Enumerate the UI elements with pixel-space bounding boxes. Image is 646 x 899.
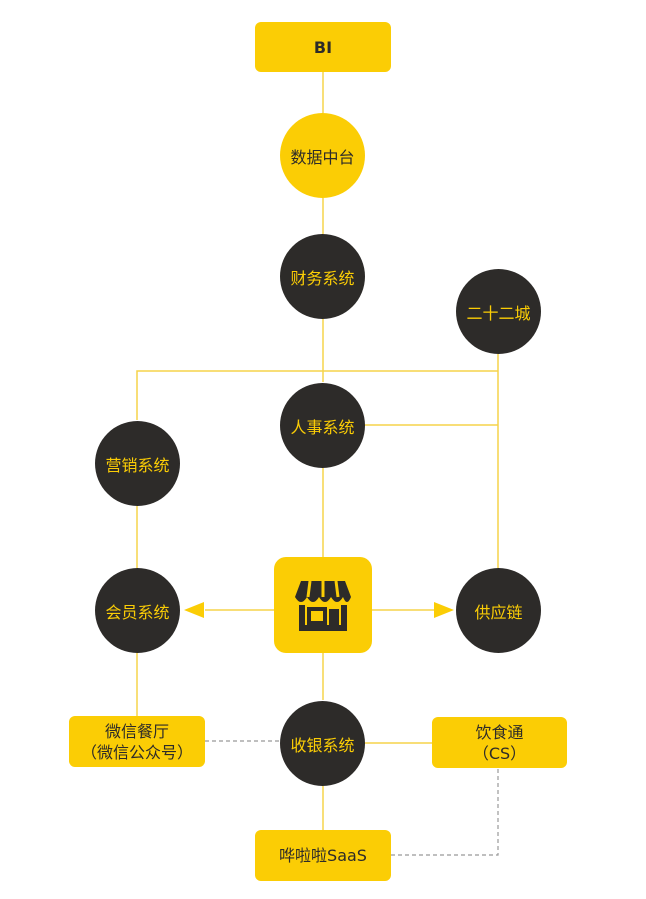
storefront-icon	[295, 580, 351, 631]
finance-system-node: 财务系统	[280, 234, 365, 319]
ershier-city-node: 二十二城	[456, 269, 541, 354]
arrow-left-head	[184, 602, 204, 618]
wechat-restaurant-label: 微信餐厅	[104, 721, 169, 741]
hualala-saas-label: 哗啦啦SaaS	[279, 846, 367, 865]
yinshitong-cs-label: （CS）	[472, 743, 527, 763]
data-center-node: 数据中台	[280, 113, 365, 198]
member-system-node: 会员系统	[95, 568, 180, 653]
finance-system-label: 财务系统	[290, 268, 355, 288]
bi-label: BI	[313, 37, 333, 57]
cashier-system-label: 收银系统	[290, 735, 355, 755]
marketing-system-node: 营销系统	[95, 421, 180, 506]
marketing-system-label: 营销系统	[105, 455, 170, 475]
yinshitong-label: 饮食通	[475, 722, 524, 742]
yinshitong-node: 饮食通 （CS）	[432, 717, 567, 768]
storefront-node	[274, 557, 372, 653]
supply-chain-label: 供应链	[474, 602, 523, 622]
hualala-saas-node: 哗啦啦SaaS	[255, 830, 391, 881]
hualala-to-yinshi-dashed	[391, 769, 499, 856]
member-system-label: 会员系统	[105, 602, 170, 622]
data-center-label: 数据中台	[290, 147, 355, 167]
ershier-city-label: 二十二城	[466, 303, 531, 323]
wechat-restaurant-node: 微信餐厅 （微信公众号）	[69, 716, 205, 767]
bi-node: BI	[255, 22, 391, 72]
arrow-right-head	[434, 602, 454, 618]
hr-system-label: 人事系统	[290, 417, 355, 437]
top-branch-line	[136, 370, 498, 420]
supply-chain-node: 供应链	[456, 568, 541, 653]
wechat-official-account-label: （微信公众号）	[80, 742, 193, 762]
hr-system-node: 人事系统	[280, 383, 365, 468]
cashier-system-node: 收银系统	[280, 701, 365, 786]
